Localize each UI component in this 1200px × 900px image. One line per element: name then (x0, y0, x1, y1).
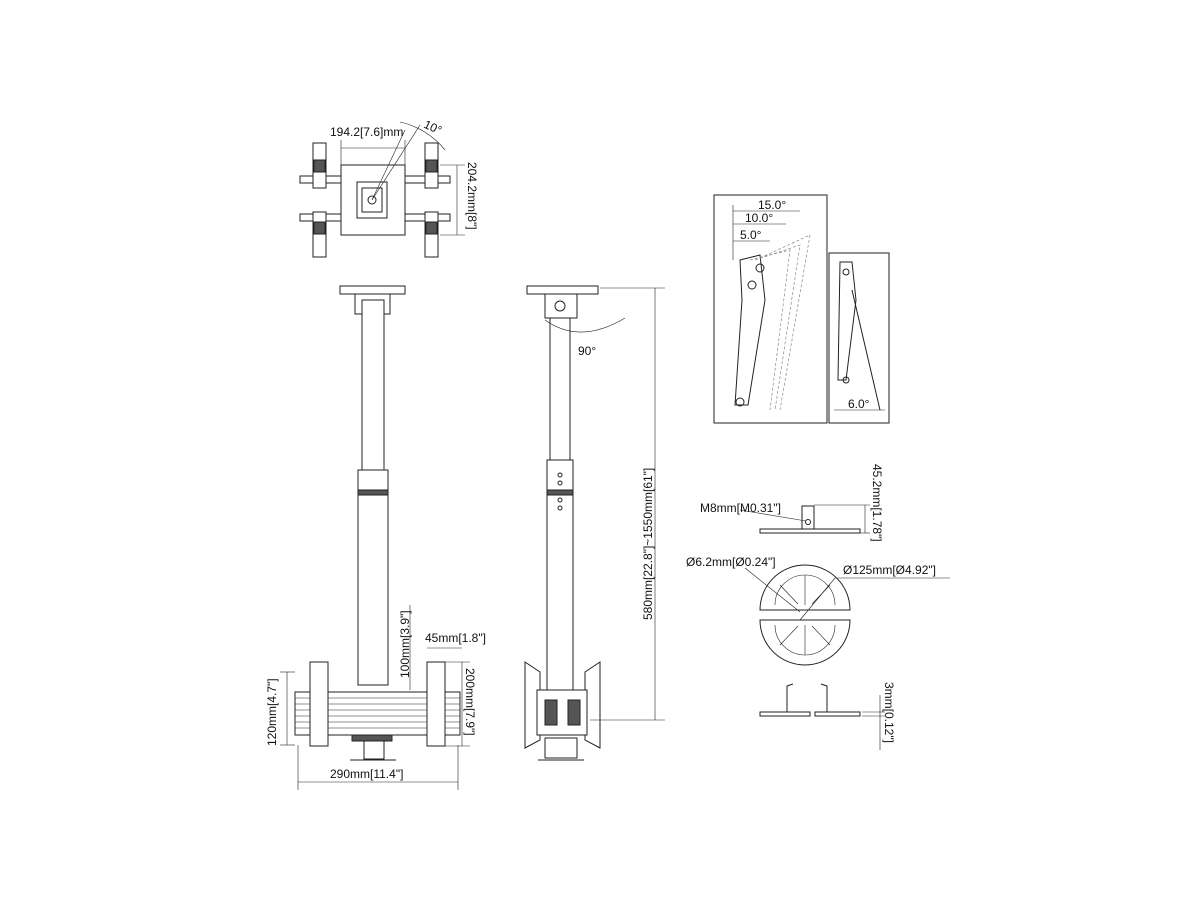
tilt-arm-tr (424, 142, 439, 189)
side-rotation-label: 90° (578, 344, 596, 358)
side-bracket-right (584, 661, 601, 749)
base-detail: M8mm[M0.31"] 45.2mm[1.78"] Ø6.2mm[Ø0.24"… (686, 464, 950, 750)
tilt-arm-br (424, 211, 439, 258)
side-view: 90° 580mm[22.8"]~1550mm[61"] (524, 285, 665, 761)
front-total-width-label: 290mm[11.4"] (330, 767, 403, 781)
base-plate-side (759, 528, 861, 534)
bolt-label: M8mm[M0.31"] (700, 501, 781, 515)
side-ceiling-plate (526, 285, 599, 295)
front-adjust-label: 100mm[3.9"] (398, 610, 412, 678)
side-bracket-left (524, 661, 541, 749)
front-bar-height-label: 120mm[4.7"] (265, 678, 279, 746)
front-ceiling-plate (339, 285, 406, 295)
tilt-box-adjustable (713, 194, 828, 424)
tilt-box-fixed (828, 252, 890, 424)
front-arm-height-label: 200mm[7.9"] (463, 668, 477, 736)
front-pole-lower (357, 469, 389, 686)
tilt-angle-5: 5.0° (740, 228, 762, 242)
side-pole-lower (546, 459, 574, 723)
diameter-label: Ø125mm[Ø4.92"] (843, 563, 936, 577)
tilt-detail: 15.0° 10.0° 5.0° 6.0° (713, 194, 890, 424)
front-view: 290mm[11.4"] 120mm[4.7"] 100mm[3.9"] 45m… (265, 285, 486, 790)
top-view: 194.2[7.6]mm 10° 204.2mm[8"] (299, 117, 479, 258)
tilt-fixed-angle: 6.0° (848, 397, 870, 411)
thickness-label: 3mm[0.12"] (882, 682, 896, 743)
base-height-label: 45.2mm[1.78"] (870, 464, 884, 542)
top-width-label: 194.2[7.6]mm (330, 125, 403, 139)
tilt-arm-bl (312, 211, 327, 258)
hole-label: Ø6.2mm[Ø0.24"] (686, 555, 776, 569)
tilt-arm-tl (312, 142, 327, 189)
front-arm-right (426, 661, 446, 747)
front-arm-width-label: 45mm[1.8"] (425, 631, 486, 645)
top-angle-label: 10° (422, 117, 445, 137)
side-pole-upper (549, 317, 571, 479)
top-height-label: 204.2mm[8"] (465, 162, 479, 230)
tilt-angle-15: 15.0° (758, 198, 786, 212)
base-stud (801, 505, 815, 530)
side-height-range-label: 580mm[22.8"]~1550mm[61"] (641, 468, 655, 620)
front-arm-left (309, 661, 329, 747)
tilt-angle-10: 10.0° (745, 211, 773, 225)
